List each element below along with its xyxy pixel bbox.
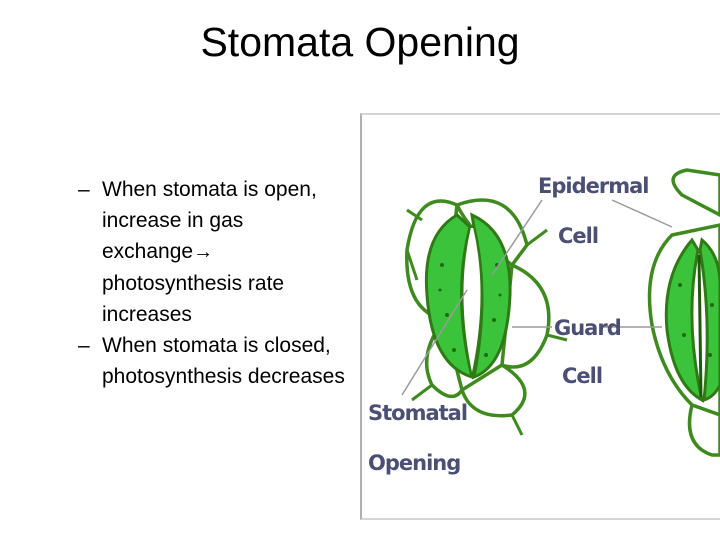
pointer-stomatal [401, 289, 468, 396]
label-pointers [401, 199, 673, 396]
bullet-dash: – [78, 334, 90, 357]
label-stomatal: Stomatal [368, 401, 467, 425]
bullet-text-open-part2: photosynthesis rate increases [102, 272, 285, 326]
cell-wall-lines-left [405, 208, 568, 436]
bullet-list: – When stomata is open, increase in gas … [78, 174, 358, 392]
guard-cell [664, 237, 705, 403]
bullet-item-open: – When stomata is open, increase in gas … [78, 174, 358, 330]
right-arrow-icon: → [193, 241, 214, 263]
epidermal-cell [671, 168, 720, 217]
stomatal-pore-open [461, 226, 483, 378]
stomata-diagram-svg: Epidermal Cell Guard Cell Stomatal Openi… [368, 168, 720, 475]
stomatal-pore-closed [697, 254, 703, 398]
epidermal-cell [687, 402, 720, 457]
stomata-diagram: Epidermal Cell Guard Cell Stomatal Openi… [360, 113, 720, 520]
label-opening: Opening [368, 451, 460, 475]
bullet-item-closed: – When stomata is closed, photosynthesis… [78, 330, 358, 392]
bullet-text-open-part1: When stomata is open, increase in gas ex… [102, 178, 317, 263]
guard-cells-left [424, 212, 512, 380]
label-guard-cell: Cell [562, 364, 602, 388]
chloroplasts [678, 283, 714, 357]
pointer-epidermal-left [491, 199, 543, 276]
slide-title: Stomata Opening [200, 19, 520, 65]
guard-cell [698, 237, 720, 403]
label-guard: Guard [554, 316, 621, 340]
pointer-epidermal-right [611, 199, 673, 228]
bullet-dash: – [78, 178, 90, 201]
label-epidermal: Epidermal [538, 174, 648, 198]
epidermal-cell [459, 362, 527, 418]
label-epidermal-cell: Cell [558, 224, 598, 248]
guard-cells-right [664, 237, 720, 403]
bullet-text-closed: When stomata is closed, photosynthesis d… [102, 334, 345, 388]
chloroplasts [438, 263, 502, 357]
